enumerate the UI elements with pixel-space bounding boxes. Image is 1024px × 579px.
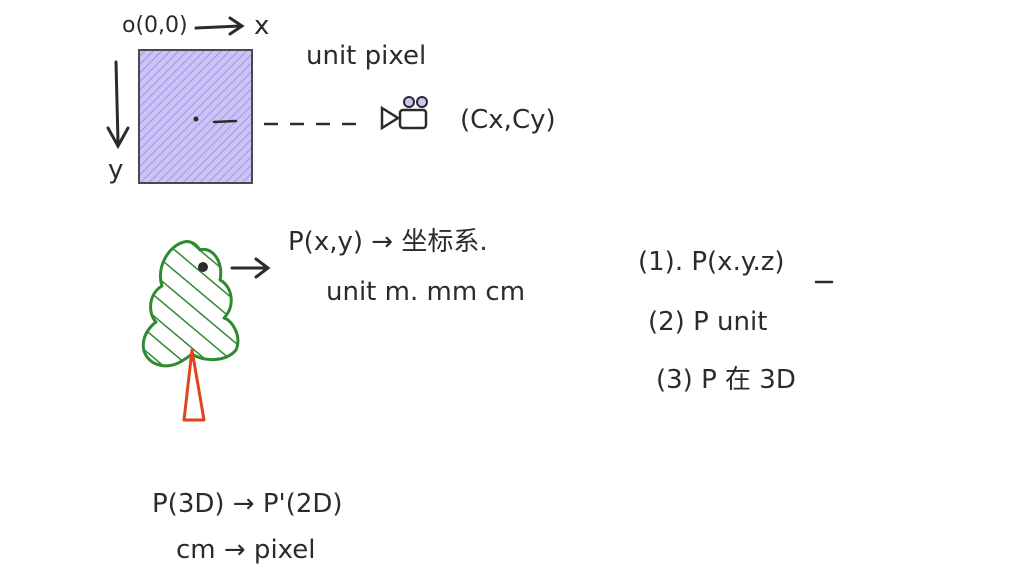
y-axis-arrowhead [106,126,130,150]
x-axis-label: x [254,11,269,41]
notes-list: (1). P(x.y.z) (2) P unit (3) P 在 3D [638,247,834,395]
world-unit-label: unit m. mm cm [326,277,525,307]
tree-crown [141,240,240,368]
note-item-1: (1). P(x.y.z) [638,247,785,277]
projection-line-1: P(3D) → P'(2D) [152,489,343,519]
x-axis-arrowhead [228,16,245,36]
y-axis-label: y [108,155,123,185]
projection-group: P(3D) → P'(2D) cm → pixel [152,489,343,565]
x-axis-arrow [194,24,242,30]
tree-trunk [182,348,206,422]
world-point-label: P(x,y) → 坐标系. [288,227,488,257]
image-plane-group: o(0,0) x y (Cx,Cy) unit pixel [106,11,556,185]
tree-group [141,240,271,422]
principal-point-label: (Cx,Cy) [460,105,556,135]
camera-icon [380,96,428,131]
note-item-2: (2) P unit [648,307,767,337]
y-axis-arrow [114,60,120,144]
principal-dash [212,119,238,124]
note-item-3: (3) P 在 3D [656,365,796,395]
projection-line-2: cm → pixel [176,535,315,565]
image-plane-rect [138,49,253,184]
principal-point-dot [193,116,199,122]
origin-label: o(0,0) [122,13,188,38]
world-point-dot [198,262,208,272]
unit-pixel-label: unit pixel [306,41,426,71]
world-point-arrowhead [254,257,271,279]
